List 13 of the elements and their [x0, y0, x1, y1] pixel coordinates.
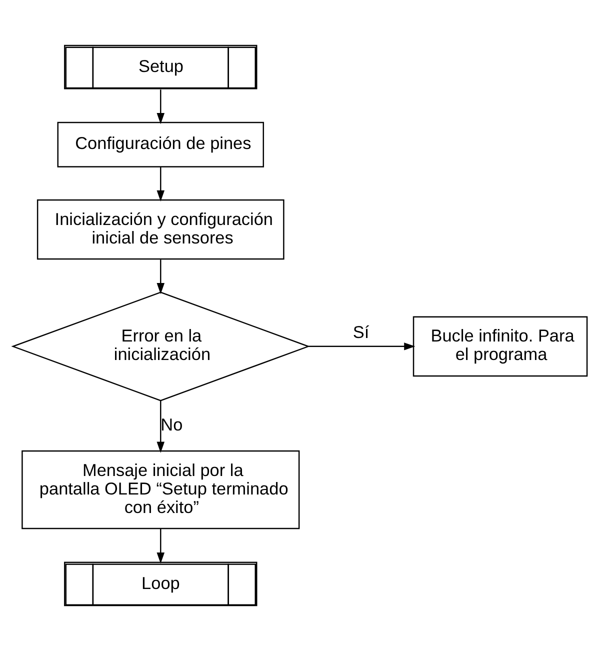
arrow	[308, 342, 416, 350]
arrow	[156, 528, 165, 564]
arrow	[156, 166, 165, 202]
arrow	[156, 400, 165, 452]
node-box: Configuración de pines	[57, 121, 264, 167]
arrow	[156, 259, 165, 294]
node-box: Inicialización y configuración inicial de sensores	[36, 198, 284, 260]
edge-label: No	[160, 414, 183, 434]
node-box: Mensaje inicial por la pantalla OLED “Setup terminado con éxito”	[22, 450, 300, 529]
edge-label: Sí	[352, 322, 370, 342]
node-box: Bucle infinito. Para el programa	[412, 316, 588, 376]
node-diamond: Error en la inicialización	[11, 291, 310, 401]
arrow	[156, 89, 165, 124]
